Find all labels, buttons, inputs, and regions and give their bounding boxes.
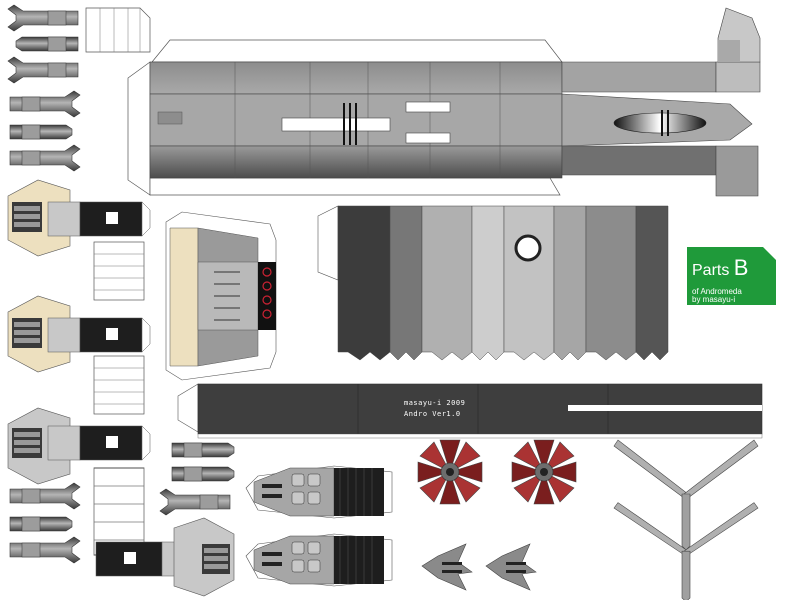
bottom-hull-piece-2: [245, 533, 393, 587]
parts-badge: Parts B of Andromeda by masayu-i: [687, 247, 776, 305]
left-sponson-1: [7, 179, 151, 257]
badge-line-2: by masayu-i: [692, 295, 736, 304]
left-strips: [93, 241, 145, 556]
left-sponson-3: [7, 407, 151, 485]
badge-line-1: of Andromeda: [692, 287, 742, 296]
left-sponson-2: [7, 295, 151, 373]
wing-chevrons: [613, 439, 759, 600]
center-box-part: [165, 211, 277, 381]
left-sponson-4: [95, 517, 235, 597]
credit-line-1: masayu-i 2009: [404, 399, 466, 407]
badge-title-word: Parts: [692, 262, 730, 279]
small-arrow-parts: [421, 543, 537, 591]
top-strip: [85, 7, 151, 53]
dark-long-strip: [177, 383, 763, 439]
badge-background: [687, 247, 776, 305]
bottom-hull-piece-1: [245, 465, 393, 519]
badge-shape: [687, 247, 776, 305]
credit-line-2: Andro Ver1.0: [404, 410, 461, 418]
main-hull: [127, 7, 761, 197]
badge-title: Parts B: [692, 257, 748, 280]
engine-nozzle-1: [417, 439, 483, 505]
striped-panel: [317, 205, 669, 361]
engine-nozzle-2: [511, 439, 577, 505]
top-left-cylinders: [7, 4, 81, 172]
mid-cylinders: [159, 442, 235, 516]
badge-title-letter: B: [733, 255, 749, 280]
bottom-left-cylinders: [9, 482, 81, 564]
